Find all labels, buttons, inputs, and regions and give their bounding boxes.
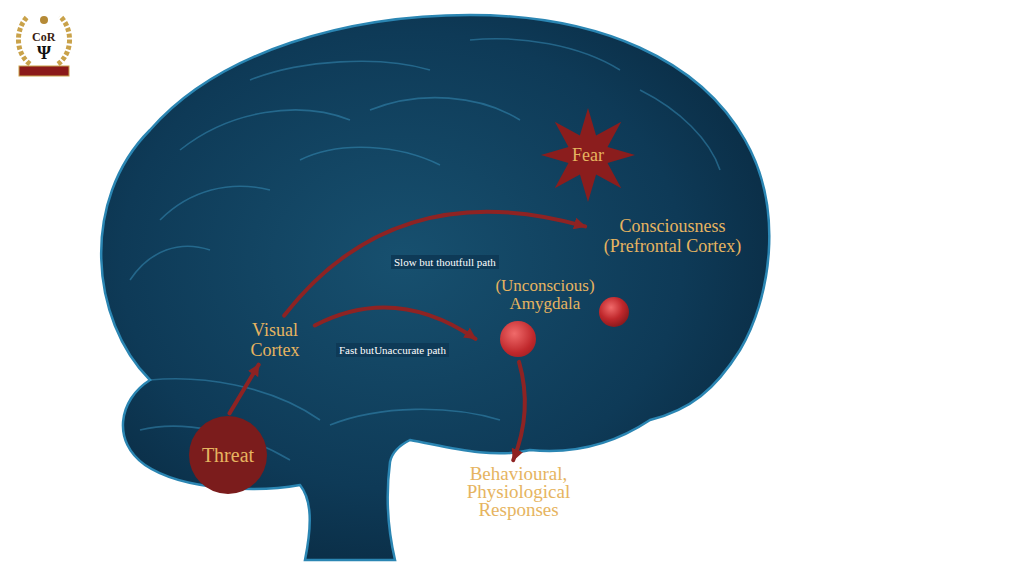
amygdala-dot xyxy=(599,297,629,327)
node-text: Threat xyxy=(202,444,254,467)
logo-symbol: Ψ xyxy=(37,43,51,63)
amygdala-dot xyxy=(500,321,536,357)
node-text: Fear xyxy=(572,145,604,166)
logo-letters: CoR xyxy=(32,31,55,44)
gyrus-line xyxy=(640,90,720,170)
fear-star: Fear xyxy=(540,107,636,203)
logo-wreath xyxy=(18,16,30,64)
arrow-connector xyxy=(315,307,476,338)
threat-circle: Threat xyxy=(189,416,267,494)
logo-wreath xyxy=(58,16,70,64)
brain-outline xyxy=(101,15,769,560)
temporal-lobe-line xyxy=(330,409,500,425)
cerebellum-line xyxy=(150,379,320,420)
logo xyxy=(18,16,69,76)
response-node: Behavioural, Physiological Responses xyxy=(454,463,583,521)
logo-banner xyxy=(19,66,69,76)
node-text: Consciousness (Prefrontal Cortex) xyxy=(590,216,755,256)
cortex-label-node: Consciousness (Prefrontal Cortex) xyxy=(588,214,757,258)
star-outline xyxy=(541,108,635,202)
amygdala-node: (Unconscious) Amygdala xyxy=(478,275,612,359)
gyrus-line xyxy=(130,246,210,280)
logo-bell xyxy=(40,16,48,24)
gyrus-line xyxy=(160,186,270,220)
gyrus-line xyxy=(180,110,350,150)
arrow-connector xyxy=(230,365,259,414)
gyrus-line xyxy=(370,98,520,120)
node-text: (Unconscious) Amygdala xyxy=(480,277,610,313)
path-label: Fast butUnaccurate path xyxy=(336,343,449,357)
node-text: Behavioural, Physiological Responses xyxy=(456,465,581,519)
visual-cortex-node: Visual Cortex xyxy=(238,318,312,362)
gyrus-line xyxy=(250,61,430,80)
arrow-connector xyxy=(513,362,525,460)
gyrus-line xyxy=(300,147,440,165)
node-text: Visual Cortex xyxy=(240,320,310,360)
path-label: Slow but thoutfull path xyxy=(391,255,499,269)
gyrus-line xyxy=(470,39,620,70)
